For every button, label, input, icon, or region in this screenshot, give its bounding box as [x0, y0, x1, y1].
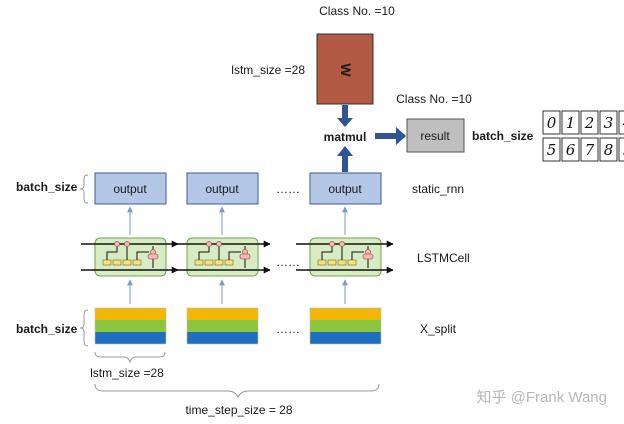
digit-cell	[542, 110, 561, 135]
split-block-2	[186, 307, 259, 345]
lstm-cell-2	[173, 237, 271, 277]
matmul-to-result-arrow	[375, 127, 406, 145]
split-ellipsis: ……	[276, 322, 300, 336]
lstm-ellipsis: ……	[276, 255, 300, 269]
digit-cell	[618, 110, 624, 135]
output-row-brace	[79, 174, 89, 204]
weight-lstm-size-label: lstm_size =28	[231, 63, 305, 77]
matmul-label: matmul	[324, 130, 367, 144]
digit-text: 9	[623, 141, 624, 159]
weight-matrix	[316, 33, 374, 105]
result-box-label: result	[420, 129, 450, 143]
digit-cell	[580, 137, 599, 162]
digit-text: 3	[604, 114, 614, 132]
weight-to-matmul-arrow	[337, 105, 353, 127]
digit-cell	[561, 110, 580, 135]
digit-text: 4	[622, 114, 624, 132]
split-lstm-size-label: lstm_size =28	[90, 366, 164, 380]
weight-class-label: Class No. =10	[319, 4, 395, 18]
output-batch-size-label: batch_size	[16, 180, 78, 194]
output-box-label: output	[113, 182, 147, 196]
static-rnn-label: static_rnn	[412, 182, 464, 196]
output-to-matmul-arrow	[337, 146, 353, 172]
split-row-brace	[79, 309, 89, 347]
output-box-label: output	[205, 182, 239, 196]
digit-cell	[580, 110, 599, 135]
digit-text: 1	[566, 114, 576, 132]
digit-text: 7	[585, 141, 595, 159]
weight-symbol: W	[338, 63, 354, 77]
digit-cell	[599, 110, 618, 135]
digit-text: 0	[547, 114, 557, 132]
lstm-cells	[81, 237, 394, 277]
digit-grid: 01234 56789	[542, 110, 624, 162]
output-box-label: output	[328, 182, 362, 196]
lstm-size-brace	[94, 351, 166, 364]
digit-text: 2	[584, 114, 595, 132]
result-box	[406, 118, 465, 153]
digit-text: 6	[566, 141, 576, 159]
digit-cell	[618, 137, 624, 162]
lstm-cell-1	[81, 237, 179, 277]
digit-cell	[599, 137, 618, 162]
lstm-cell-3	[296, 237, 394, 277]
digit-text: 5	[547, 141, 557, 159]
output-ellipsis: ……	[276, 182, 300, 196]
digit-cell	[542, 137, 561, 162]
split-block-3	[309, 307, 382, 345]
lstm-cell-label: LSTMCell	[417, 251, 470, 265]
time-step-brace	[94, 383, 380, 399]
output-box-1: output	[94, 172, 167, 205]
split-blocks	[94, 307, 382, 345]
split-block-1	[94, 307, 167, 345]
output-box-3: output	[309, 172, 382, 205]
time-step-size-label: time_step_size = 28	[185, 403, 292, 417]
result-class-label: Class No. =10	[396, 92, 472, 106]
split-batch-size-label: batch_size	[16, 322, 78, 336]
result-batch-size-label: batch_size	[472, 129, 534, 143]
output-box-2: output	[186, 172, 259, 205]
watermark: 知乎 @Frank Wang	[476, 389, 607, 406]
digit-text: 8	[604, 141, 614, 159]
digit-cell	[561, 137, 580, 162]
x-split-label: X_split	[420, 322, 457, 336]
